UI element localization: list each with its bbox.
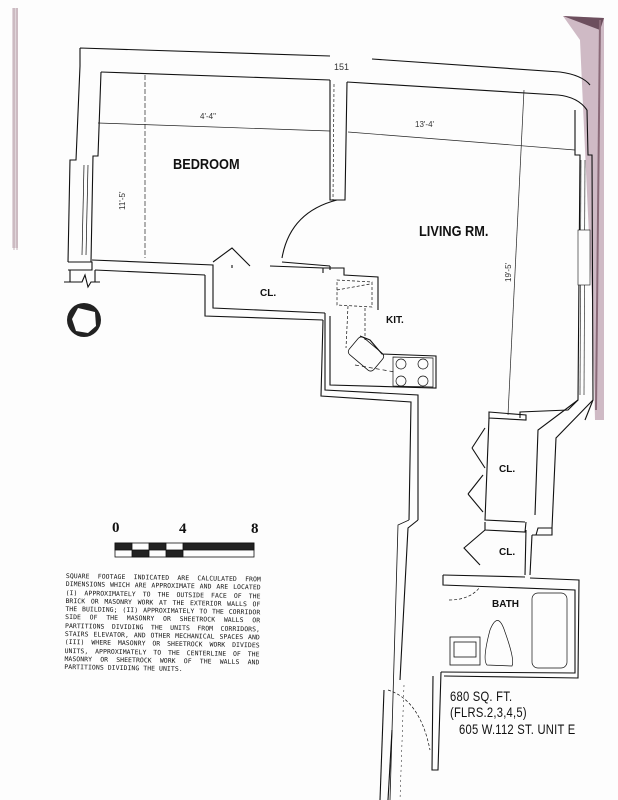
walls xyxy=(64,47,594,800)
area-label: 680 SQ. FT.(FLRS.2,3,4,5) xyxy=(450,688,527,720)
room-label-kitchen: KIT. xyxy=(386,315,404,326)
room-label-closet-hall-2: CL. xyxy=(499,547,516,558)
north-arrow-icon xyxy=(67,303,101,337)
room-label-closet-bedroom: CL. xyxy=(260,288,277,299)
dimension-bedroom-width: 4'-4" xyxy=(200,112,216,121)
address-label: 605 W.112 ST. UNIT E xyxy=(459,721,576,737)
dimension-living-width: 13'-4' xyxy=(415,120,435,129)
room-label-living: LIVING RM. xyxy=(419,223,489,240)
room-label-closet-hall-1: CL. xyxy=(499,464,516,475)
dimension-lines xyxy=(97,75,576,416)
scale-tick-0: 0 xyxy=(112,520,120,536)
room-label-bedroom: BEDROOM xyxy=(173,156,240,173)
dimension-bedroom-depth: 11'-5' xyxy=(118,191,127,210)
scan-edge-left xyxy=(12,8,18,250)
scale-bar xyxy=(114,542,255,558)
unit-number-label: 151 xyxy=(334,62,350,72)
scale-tick-8: 8 xyxy=(251,521,259,537)
room-label-bath: BATH xyxy=(492,599,520,610)
square-footage-disclaimer: SQUARE FOOTAGE INDICATED ARE CALCULATED … xyxy=(64,572,261,674)
scan-edge-right xyxy=(563,16,604,420)
scale-tick-4: 4 xyxy=(179,521,187,537)
dimension-living-depth: 19'-5' xyxy=(504,262,513,282)
